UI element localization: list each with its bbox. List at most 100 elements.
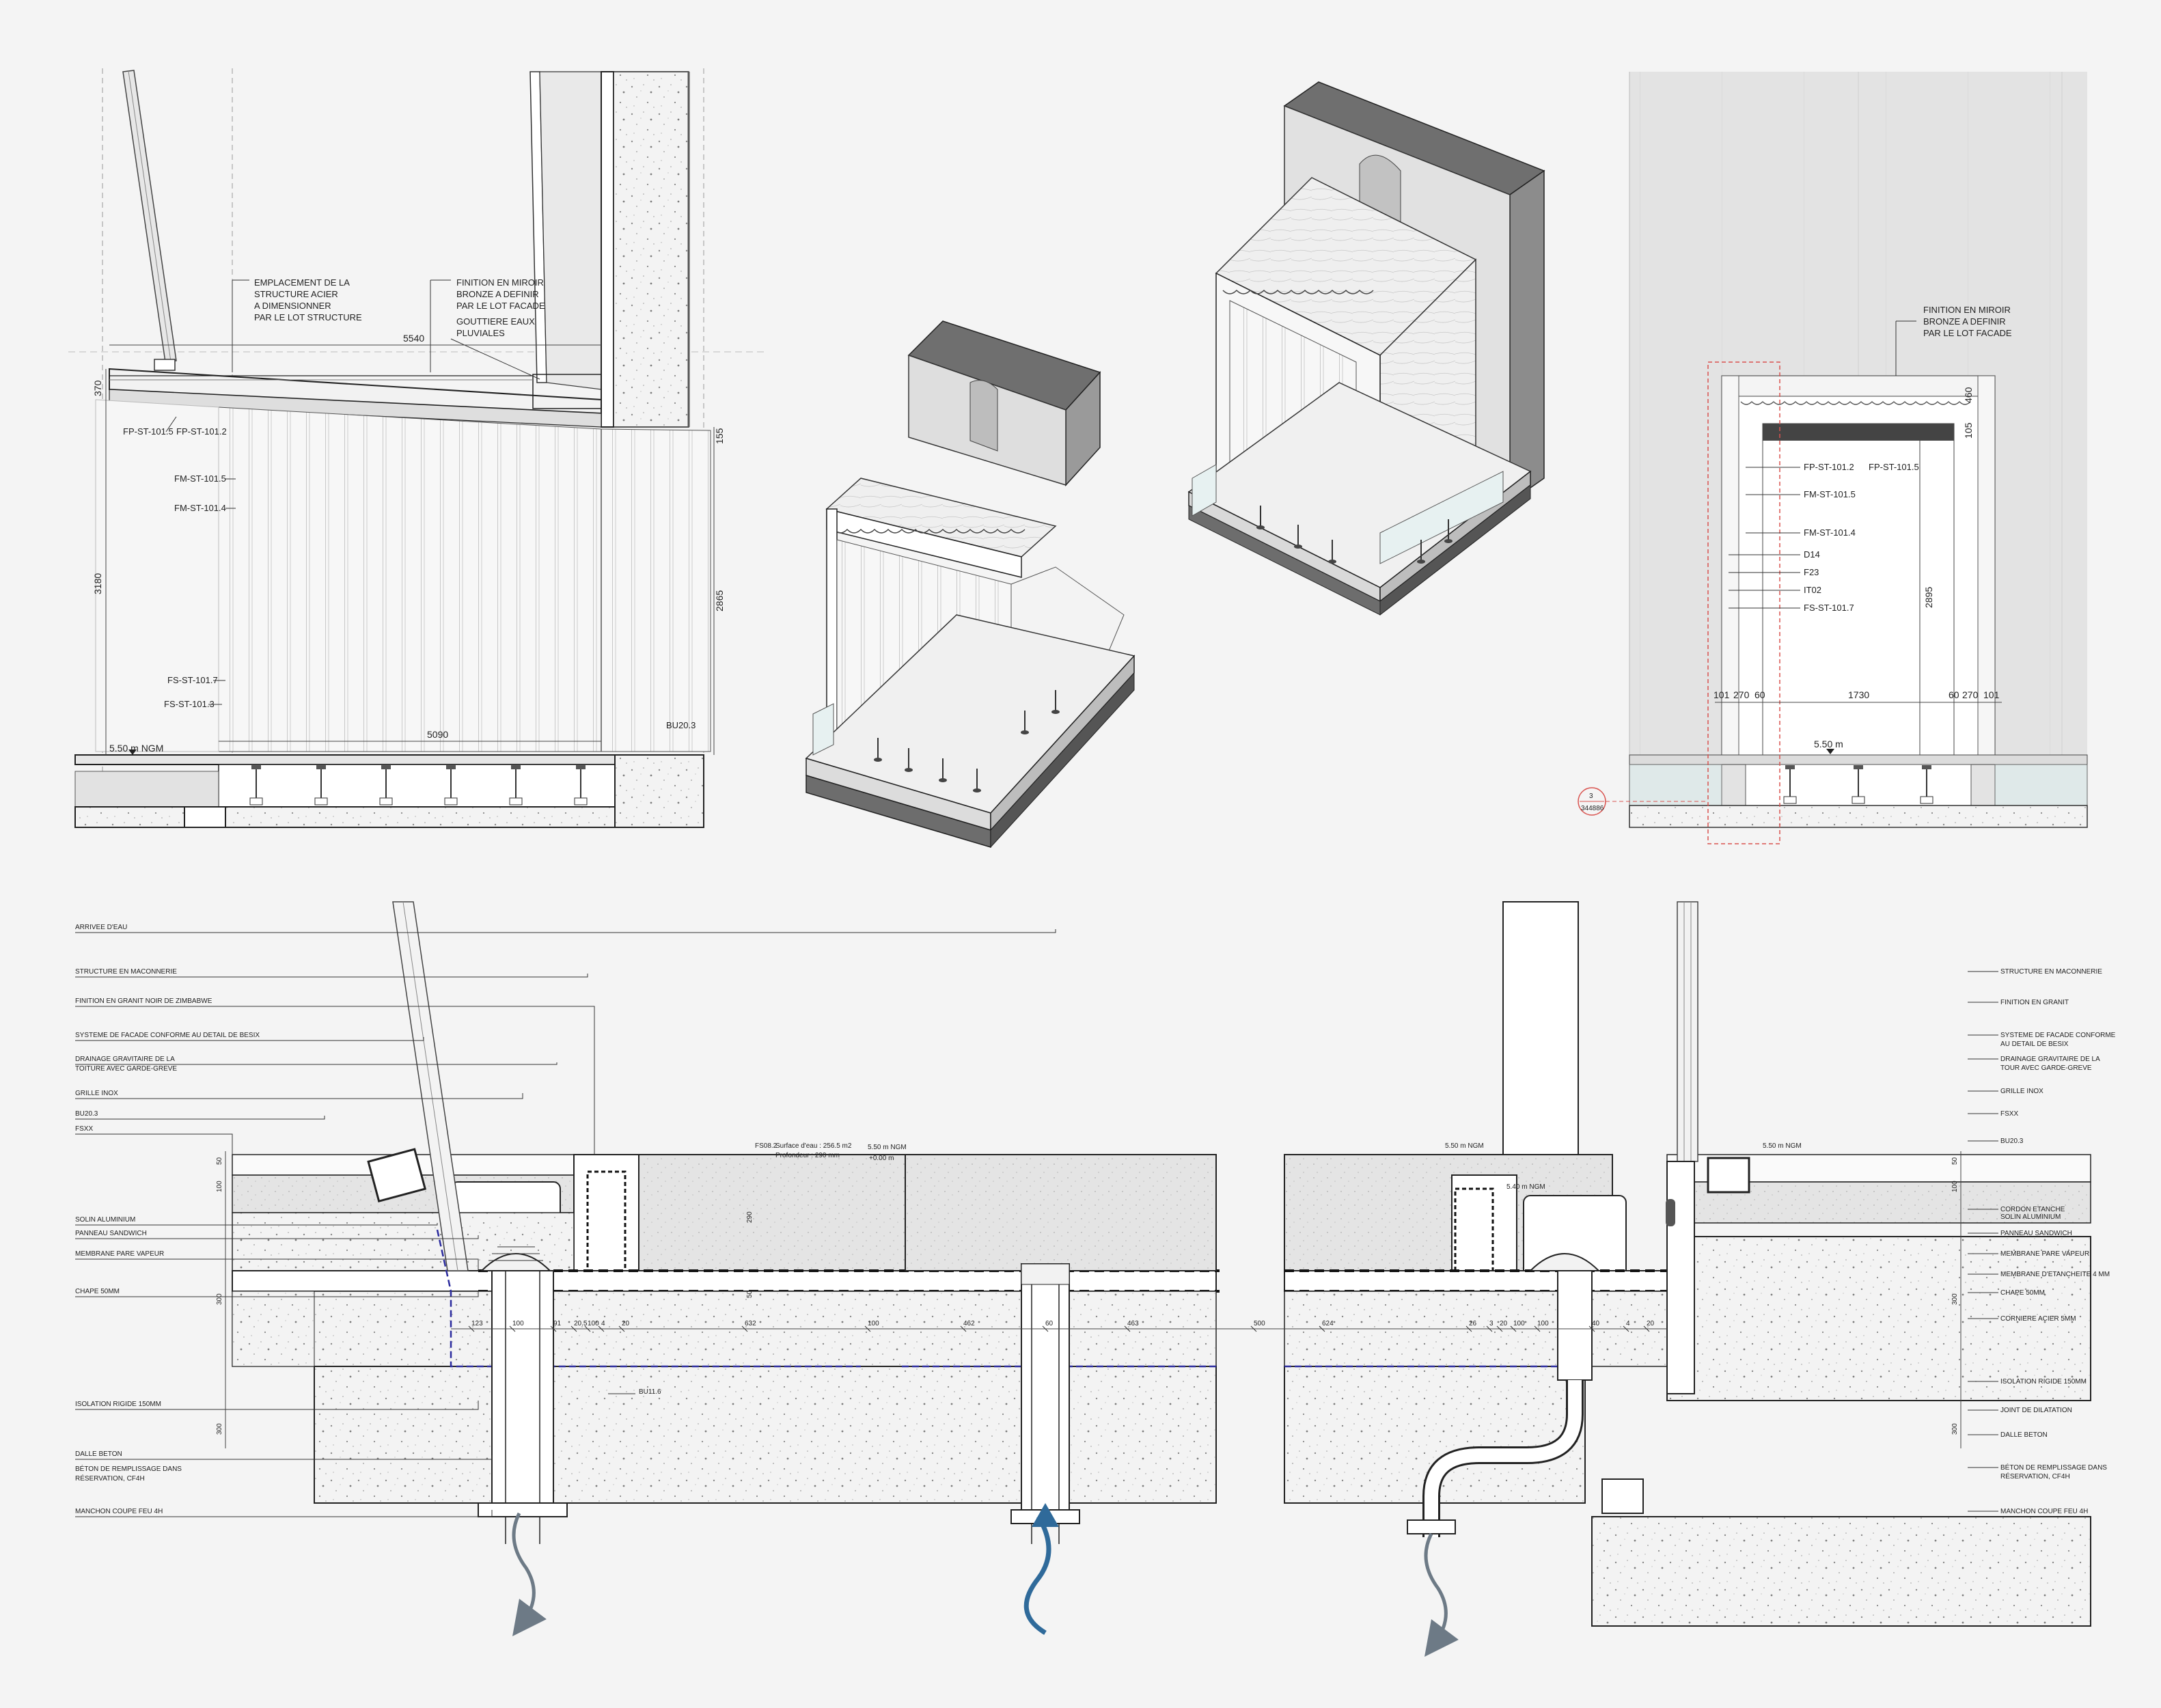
elevation-left: EMPLACEMENT DE LA STRUCTURE ACIER A DIME… [68,68,765,828]
dim-370: 370 [92,380,103,396]
tag-r-d14: D14 [1804,549,1820,560]
section-dim-label: 4 [1626,1320,1630,1327]
tag-fm-101-5: FM-ST-101.5 [174,473,226,484]
section-left-label: PANNEAU SANDWICH [75,1230,147,1237]
dim-r-60b: 60 [1949,689,1959,700]
section-dim-label: 20 [622,1320,630,1327]
level-r-5-50: 5.50 m [1814,739,1843,749]
section-dim-label: 462 [963,1320,975,1327]
iso-support-leg [1444,519,1453,543]
dim-r-2895: 2895 [1923,587,1934,608]
note-mirror-r2: BRONZE A DEFINIR [1923,316,2006,327]
iso-support-leg [939,758,947,782]
section-dim-label: 26 [1469,1320,1477,1327]
section-left-label: BU20.3 [75,1110,98,1118]
dim-r-101b: 101 [1983,689,2000,700]
tag-bu11-6: BU11.6 [639,1388,661,1396]
pool-surface: Surface d'eau : 256.5 m2 [775,1142,852,1150]
section-dim-label: 91 [553,1320,562,1327]
section-left-label: FSXX [75,1125,93,1133]
pedestal [1852,765,1865,804]
section-dim-label: 4 [601,1320,605,1327]
section-right-label: SYSTEME DE FACADE CONFORME [2000,1032,2116,1039]
section-left-label: MANCHON COUPE FEU 4H [75,1508,163,1515]
iso-support-leg [1256,506,1265,529]
section-dim-label: 20.5 [574,1320,588,1327]
dim-5090: 5090 [427,729,448,740]
tag-r-fp-101-5: FP-ST-101.5 [1869,462,1919,472]
note-mirror-3: PAR LE LOT FACADE [456,301,545,311]
floor-pedestals [74,754,704,828]
pedestal [1783,765,1797,804]
section-left-vdim: 100 [216,1181,223,1192]
level-5-50: 5.50 m NGM [109,743,163,754]
section-dim-label: 632 [745,1320,756,1327]
tag-fp-101-2: FP-ST-101.2 [176,426,227,437]
section-right-label: RÉSERVATION, CF4H [2000,1472,2070,1480]
section-dim-label: 100 [868,1320,879,1327]
section-right-label: STRUCTURE EN MACONNERIE [2000,968,2102,976]
pedestal [379,765,393,805]
section-right-label: TOUR AVEC GARDE-GREVE [2000,1064,2092,1072]
iso-support-leg [905,748,913,772]
callout-sheet-ref[interactable]: 344886 [1581,805,1604,812]
tag-fs-101-3: FS-ST-101.3 [164,699,215,709]
section-left-label: ISOLATION RIGIDE 150MM [75,1401,161,1408]
section-dim-label: 100 [588,1320,599,1327]
isometric-view-2 [1187,81,1545,616]
section-right-label: MANCHON COUPE FEU 4H [2000,1508,2088,1515]
section-right [1284,901,2091,1657]
callout-number[interactable]: 3 [1589,793,1593,800]
section-dim-label: 60 [1045,1320,1054,1327]
iso-support-leg [973,769,981,793]
note-structure-1: EMPLACEMENT DE LA [254,277,350,288]
pedestal [314,765,328,805]
section-dim-label: 3 [1489,1320,1494,1327]
section-right-label: PANNEAU SANDWICH [2000,1230,2072,1237]
tag-fp-101-5: FP-ST-101.5 [123,426,174,437]
note-structure-4: PAR LE LOT STRUCTURE [254,312,362,322]
section-dim-label: 20 [1647,1320,1655,1327]
level-right-2: 5.40 m NGM [1506,1183,1545,1191]
dim-r-460: 460 [1963,387,1974,403]
section-right-vdim: 50 [1951,1157,1959,1165]
dim-3180: 3180 [92,573,103,594]
pool-depth: Profondeur : 290 mm [775,1152,840,1159]
level-right-1: 5.50 m NGM [1445,1142,1484,1150]
note-mirror-1: FINITION EN MIROIR [456,277,544,288]
section-right-label: CORNIERE ACIER 5MM [2000,1315,2076,1323]
section-right-vdim: 100 [1951,1181,1959,1192]
section-left-vdim: 50 [216,1157,223,1165]
dim-r-105: 105 [1963,422,1974,439]
iso-support-leg [1021,711,1029,734]
section-left-label: FINITION EN GRANIT NOIR DE ZIMBABWE [75,997,212,1005]
section-right-label: JOINT DE DILATATION [2000,1407,2072,1414]
roof-slab [109,368,602,428]
section-left-label: DRAINAGE GRAVITAIRE DE LA [75,1056,175,1063]
tag-r-it02: IT02 [1804,585,1821,595]
section-dim-label: 100 [512,1320,524,1327]
pedestal [444,765,458,805]
pedestal [509,765,523,805]
iso-support-leg [874,738,882,762]
pedestal [574,765,588,805]
note-mirror-2: BRONZE A DEFINIR [456,289,539,299]
section-left-label: DALLE BETON [75,1450,122,1458]
section-right-label: MEMBRANE PARE VAPEUR [2000,1250,2089,1258]
dim-r-270a: 270 [1733,689,1750,700]
masonry-wall [529,71,690,428]
note-structure-3: A DIMENSIONNER [254,301,331,311]
pool-slab-dim: 50 [746,1290,754,1298]
iso-support-leg [1328,540,1336,564]
dim-r-1730: 1730 [1848,689,1869,700]
section-left-label: TOITURE AVEC GARDE-GREVE [75,1065,177,1073]
level-pool-2: +0.00 m [869,1155,894,1162]
section-left-vdim: 300 [216,1293,223,1305]
pedestal [1920,765,1933,804]
section-left-label: ARRIVEE D'EAU [75,924,127,931]
section-right-label: DRAINAGE GRAVITAIRE DE LA [2000,1056,2100,1063]
tag-r-fm-101-5: FM-ST-101.5 [1804,489,1856,499]
section-dim-label: 20 [1500,1320,1508,1327]
section-left-label: SYSTEME DE FACADE CONFORME AU DETAIL DE … [75,1032,260,1039]
